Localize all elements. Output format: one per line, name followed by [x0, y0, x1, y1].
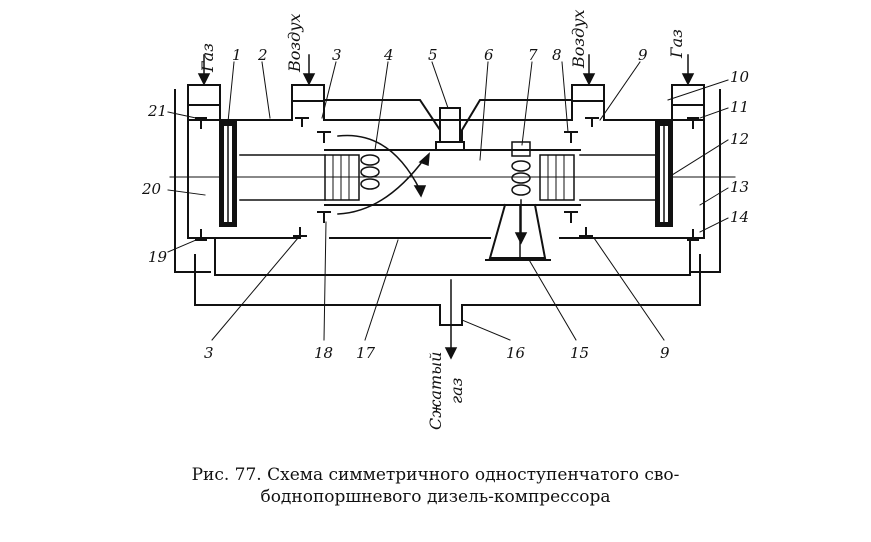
injector: [435, 107, 465, 151]
callout-9-bottom: 9: [660, 344, 670, 362]
outer-frame: [174, 89, 721, 326]
valves: [195, 117, 699, 241]
callout-19: 19: [148, 248, 168, 266]
label-outlet-line2: газ: [447, 378, 466, 404]
caption-line-1: Рис. 77. Схема симметричного одноступенч…: [191, 465, 680, 485]
label-gas-left: Газ: [198, 43, 217, 73]
callout-11: 11: [730, 98, 749, 116]
air-inlet-right: [571, 84, 605, 121]
callout-14: 14: [730, 208, 749, 226]
label-air-left: Воздух: [285, 13, 304, 73]
callout-9-top: 9: [638, 46, 648, 64]
exhaust-funnel: [485, 203, 551, 261]
coils-right: [511, 141, 531, 196]
label-air-right: Воздух: [569, 9, 588, 69]
callout-8: 8: [552, 46, 562, 64]
piston-left: [324, 154, 360, 201]
callout-5: 5: [428, 46, 438, 64]
callout-6: 6: [484, 46, 494, 64]
gas-inlet-left: [187, 84, 221, 121]
callout-12: 12: [730, 130, 749, 148]
coils-left: [360, 154, 380, 190]
label-outlet-line1: Сжатый: [426, 352, 445, 430]
callout-2: 2: [257, 46, 268, 64]
callout-13: 13: [730, 178, 749, 196]
callout-1: 1: [232, 46, 242, 64]
callout-17: 17: [356, 344, 376, 362]
end-piston-right: [655, 121, 673, 227]
cylinder-bore: [169, 149, 736, 206]
callout-16: 16: [506, 344, 526, 362]
callout-18: 18: [314, 344, 333, 362]
flow-arrows: [197, 54, 695, 360]
callout-20: 20: [141, 180, 162, 198]
callout-21: 21: [147, 102, 167, 120]
air-inlet-left: [291, 84, 325, 121]
gas-inlet-right: [671, 84, 705, 121]
label-gas-right: Газ: [667, 29, 686, 59]
figure-caption: Рис. 77. Схема симметричного одноступенч…: [0, 464, 871, 508]
leader-lines: [167, 61, 729, 341]
main-casing: [187, 99, 705, 239]
caption-line-2: боднопоршневого дизель-компрессора: [260, 487, 611, 507]
callout-3-top: 3: [332, 46, 342, 64]
callout-4: 4: [383, 46, 394, 64]
callout-7: 7: [528, 46, 538, 64]
callout-10: 10: [730, 68, 750, 86]
end-piston-left: [219, 121, 237, 227]
callout-3-bottom: 3: [204, 344, 214, 362]
callout-15: 15: [570, 344, 589, 362]
piston-right: [539, 154, 575, 201]
